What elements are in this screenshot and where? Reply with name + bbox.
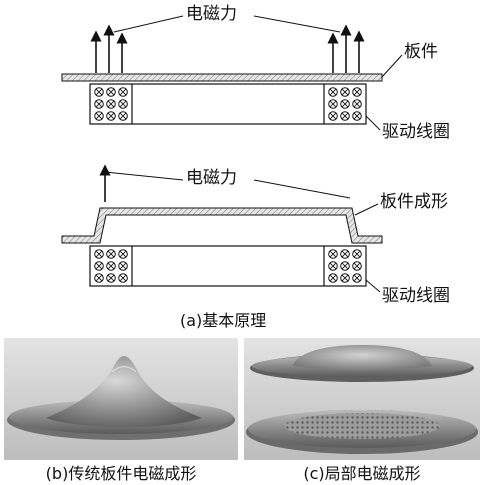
coil-winding — [340, 99, 350, 109]
dome-c — [292, 345, 432, 371]
coil-winding — [340, 261, 350, 271]
force-leader-right — [253, 15, 341, 33]
coil-winding — [106, 273, 116, 283]
coil-winding — [328, 261, 338, 271]
coil-label-bottom: 驱动线圈 — [382, 286, 450, 306]
coil-winding — [328, 87, 338, 97]
force-label-bottom: 电磁力 — [186, 168, 237, 188]
mesh-c — [284, 413, 440, 439]
force-arrows-right — [327, 24, 365, 73]
coil-winding — [106, 87, 116, 97]
coil-winding — [328, 99, 338, 109]
coil-winding — [94, 111, 104, 121]
force-leader-bottom-left — [104, 171, 184, 181]
coil-winding — [106, 99, 116, 109]
coil-winding — [106, 261, 116, 271]
coil-winding — [340, 111, 350, 121]
coil-winding — [328, 111, 338, 121]
coil-windings-left-bottom — [94, 249, 128, 283]
photo-b-conical-part — [4, 338, 238, 460]
coil-leader-bottom — [365, 279, 381, 293]
coil-windings-right-top — [328, 87, 362, 121]
sheet-leader — [381, 54, 403, 78]
coil-winding — [94, 99, 104, 109]
force-leader-bottom-right — [253, 179, 351, 199]
coil-winding — [94, 273, 104, 283]
coil-winding — [352, 87, 362, 97]
coil-winding — [328, 249, 338, 259]
force-leader-left — [113, 15, 184, 33]
coil-winding — [340, 249, 350, 259]
coil-winding — [118, 273, 128, 283]
sheet-label: 板件 — [404, 42, 438, 62]
coil-body-bottom — [89, 245, 367, 287]
coil-leader-top — [365, 115, 381, 131]
coil-winding — [352, 261, 362, 271]
coil-label-top: 驱动线圈 — [382, 122, 450, 142]
coil-winding — [118, 261, 128, 271]
coil-winding — [118, 99, 128, 109]
caption-c: (c)局部电磁成形 — [303, 464, 421, 483]
force-arrows-left — [90, 24, 128, 73]
coil-winding — [94, 249, 104, 259]
coil-windings-right-bottom — [328, 249, 362, 283]
coil-winding — [118, 87, 128, 97]
coil-winding — [352, 273, 362, 283]
coil-winding — [352, 111, 362, 121]
caption-b: (b)传统板件电磁成形 — [45, 464, 197, 483]
coil-winding — [340, 273, 350, 283]
formed-leader — [354, 203, 379, 216]
coil-body-top — [89, 83, 367, 125]
coil-winding — [352, 249, 362, 259]
coil-winding — [118, 249, 128, 259]
force-label-top: 电磁力 — [186, 4, 237, 24]
coil-winding — [106, 249, 116, 259]
photo-c-local-forming — [244, 338, 480, 460]
coil-winding — [352, 99, 362, 109]
sheet-formed — [61, 207, 383, 244]
caption-a: (a)基本原理 — [180, 311, 267, 330]
coil-winding — [328, 273, 338, 283]
coil-winding — [340, 87, 350, 97]
coil-winding — [106, 111, 116, 121]
coil-winding — [118, 111, 128, 121]
formed-label: 板件成形 — [380, 192, 448, 212]
cone-b — [46, 356, 202, 427]
coil-winding — [94, 87, 104, 97]
diagram-a-top — [61, 15, 403, 131]
sheet-flat — [61, 73, 383, 82]
diagram-a-bottom — [61, 164, 383, 293]
coil-windings-left-top — [94, 87, 128, 121]
coil-winding — [94, 261, 104, 271]
